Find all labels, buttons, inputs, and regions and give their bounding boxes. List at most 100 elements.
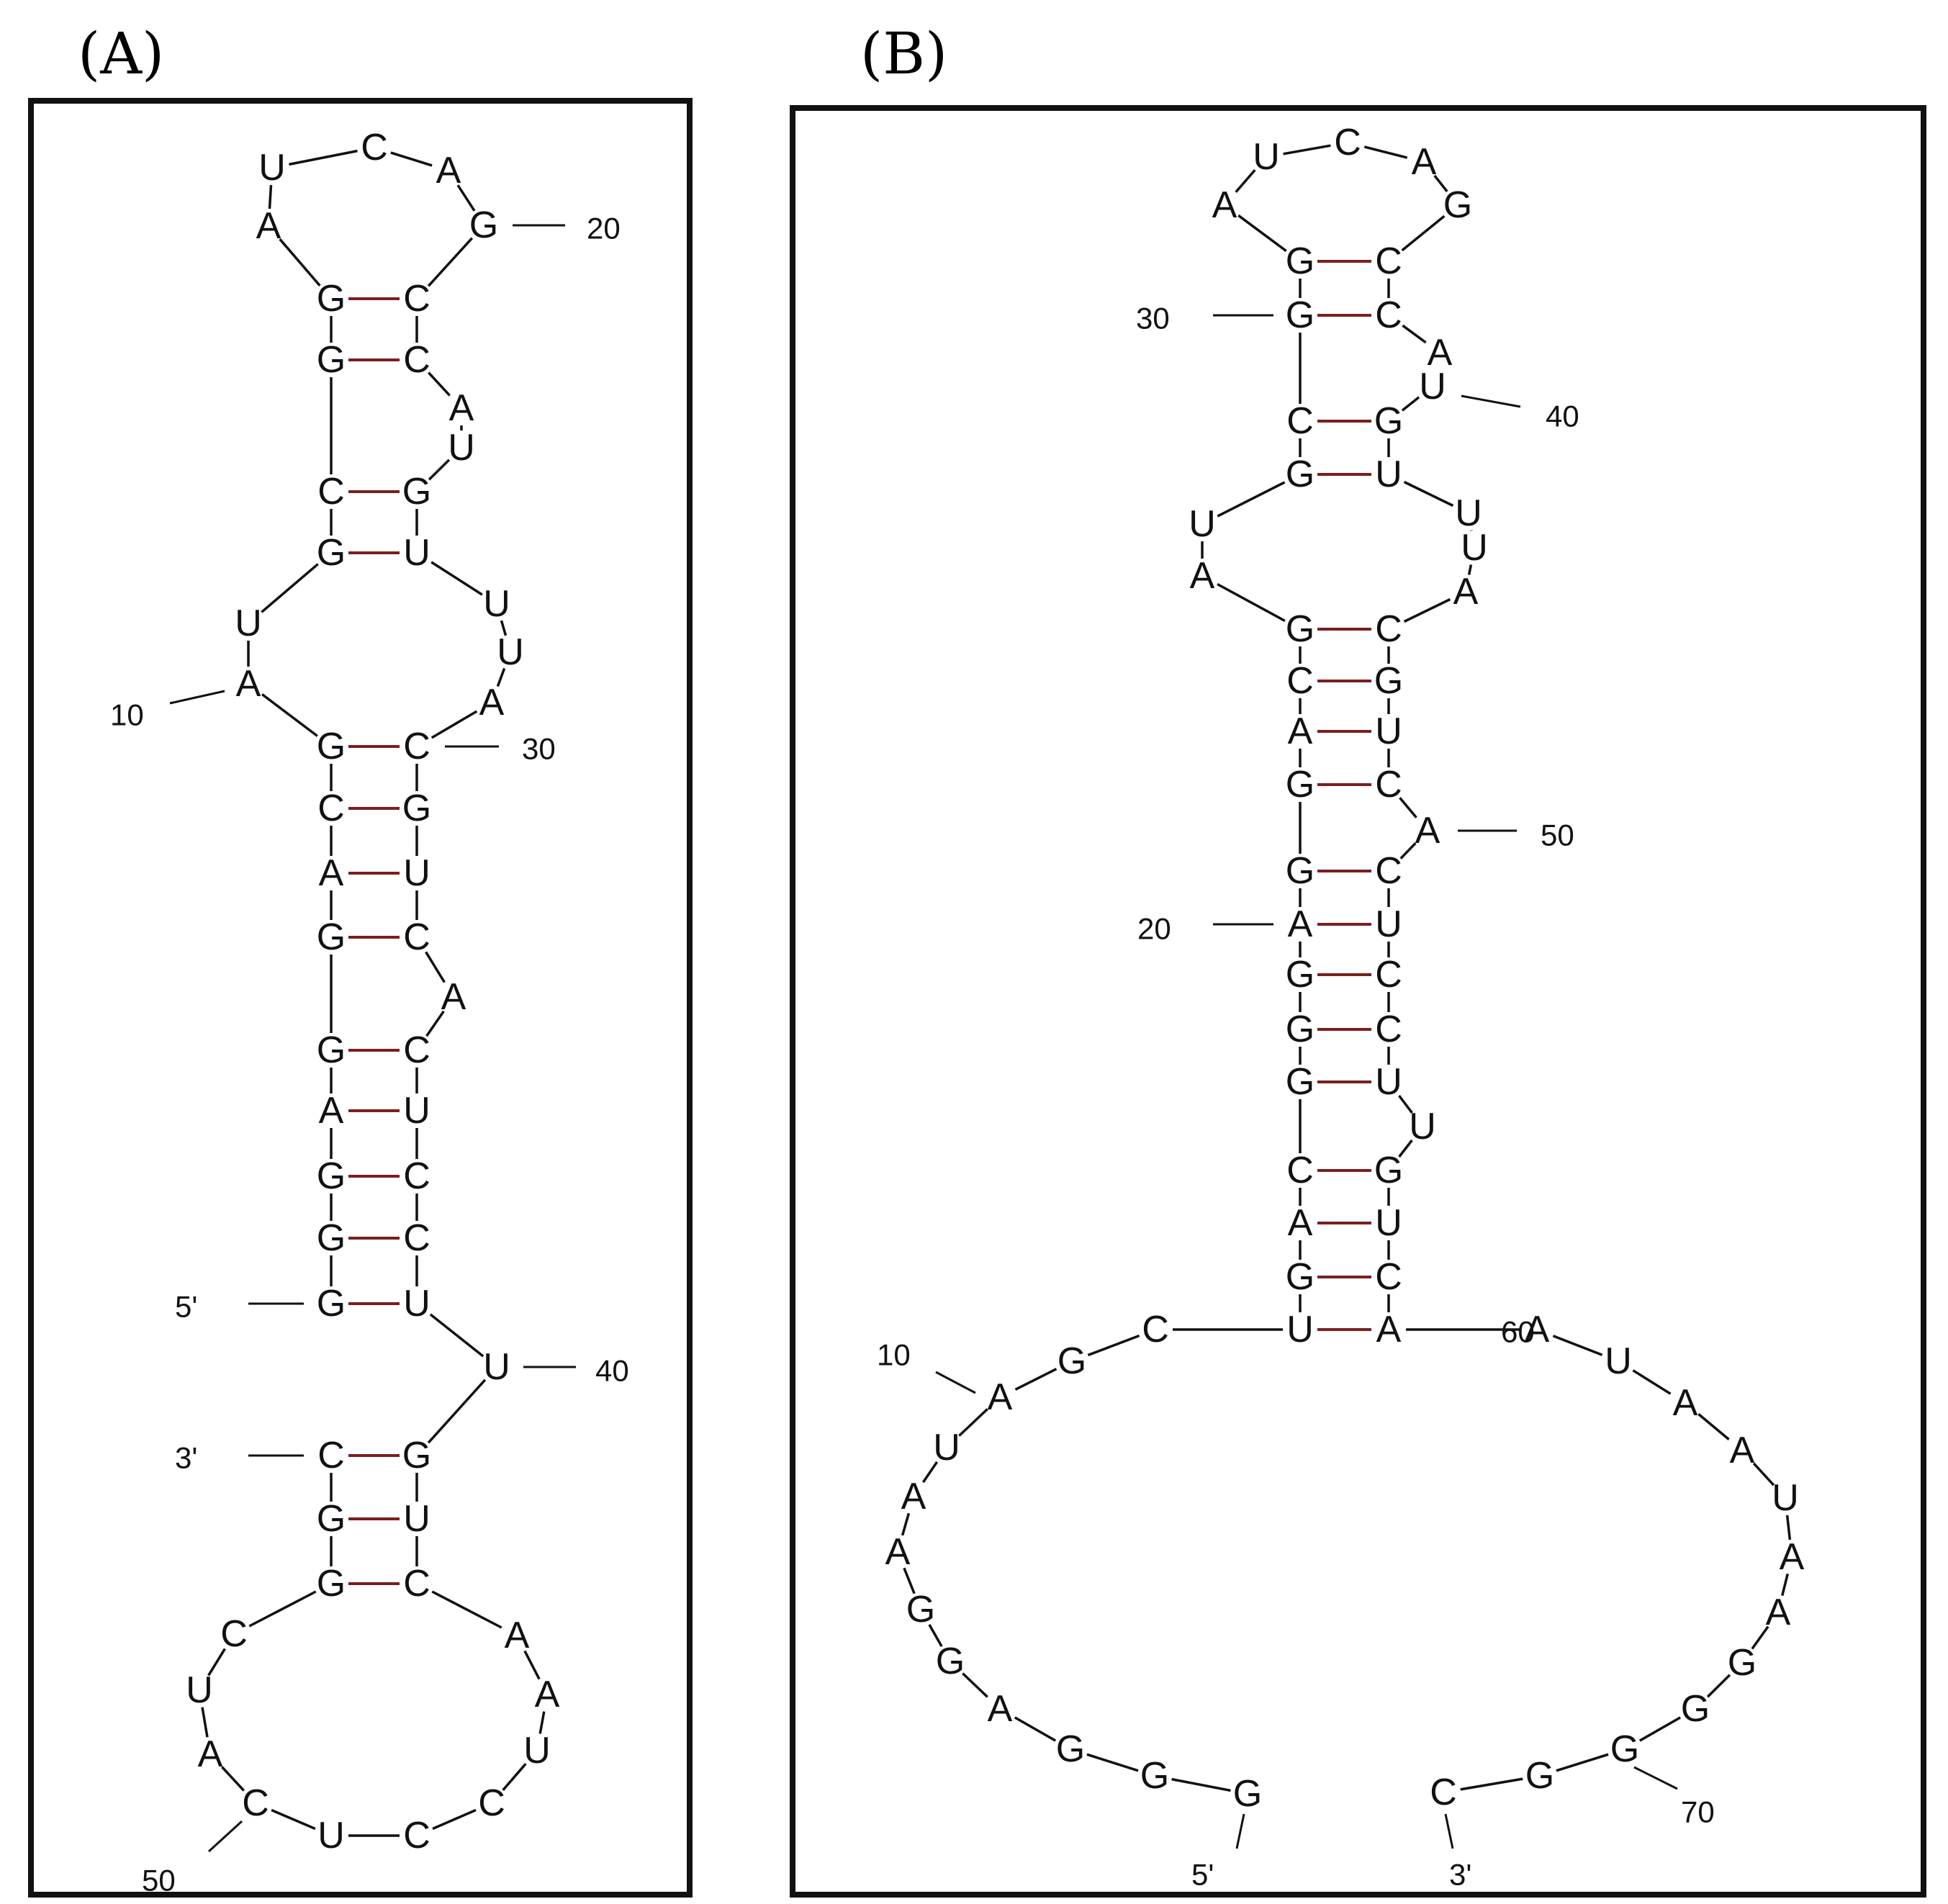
position-label: 30 [522, 732, 556, 766]
backbone-link [427, 237, 474, 287]
backbone-link [1399, 797, 1417, 818]
position-leader-line [1235, 1813, 1245, 1849]
nucleotide: C [1375, 1256, 1402, 1298]
nucleotide: C [1375, 954, 1402, 996]
backbone-link [1363, 145, 1408, 159]
panel-b-backbone [901, 144, 1792, 1792]
backbone-link [1785, 1515, 1792, 1540]
nucleotide: A [1780, 1536, 1805, 1578]
nucleotide: G [1056, 1728, 1085, 1770]
position-leader-line [169, 690, 225, 705]
position-label: 20 [587, 212, 621, 245]
nucleotide: A [1730, 1430, 1755, 1471]
nucleotide: A [535, 1674, 560, 1715]
backbone-link [921, 1461, 939, 1484]
backbone-link [1398, 1095, 1413, 1114]
nucleotide: C [1286, 1150, 1314, 1191]
nucleotide: U [403, 1283, 430, 1325]
nucleotide: A [319, 1090, 344, 1132]
nucleotide: G [317, 1563, 346, 1605]
backbone-link [538, 1711, 546, 1734]
backbone-link [1283, 144, 1331, 155]
backbone-link [928, 1624, 943, 1647]
panel-a-base-pairs [348, 297, 400, 1585]
backbone-link [428, 459, 451, 481]
backbone-link [261, 693, 318, 737]
nucleotide: G [402, 788, 431, 829]
backbone-link [1632, 1369, 1672, 1395]
backbone-link [1751, 1625, 1769, 1650]
nucleotide: A [1288, 1202, 1313, 1244]
backbone-link [1403, 597, 1451, 623]
nucleotide: C [1286, 660, 1314, 702]
nucleotide: U [235, 603, 262, 644]
nucleotide: C [403, 726, 430, 767]
backbone-link [1217, 481, 1286, 518]
backbone-link [430, 561, 483, 596]
panel-b-leader-lines [935, 314, 1678, 1849]
nucleotide: C [317, 788, 345, 829]
nucleotide: G [402, 471, 431, 513]
backbone-link [429, 1313, 484, 1358]
nucleotide: A [441, 976, 466, 1018]
backbone-link [1087, 1334, 1140, 1357]
backbone-link [901, 1512, 911, 1536]
nucleotide: A [1190, 555, 1215, 597]
nucleotide: A [1766, 1592, 1791, 1633]
nucleotide: U [1375, 1061, 1402, 1103]
position-label: 70 [1681, 1795, 1715, 1829]
nucleotide: G [1610, 1728, 1639, 1770]
panel-a-leader-lines [169, 224, 576, 1853]
nucleotide: G [1443, 184, 1472, 226]
nucleotide: U [317, 1815, 345, 1856]
nucleotide: U [1419, 366, 1446, 407]
position-leader-line [1633, 1766, 1678, 1790]
nucleotide: A [1412, 141, 1437, 183]
nucleotide: U [483, 583, 510, 625]
backbone-link [456, 184, 476, 212]
nucleotide: A [198, 1733, 223, 1775]
nucleotide: U [403, 1090, 430, 1132]
backbone-link [1171, 1777, 1231, 1792]
nucleotide: A [236, 663, 261, 705]
backbone-link [289, 149, 358, 166]
nucleotide: C [403, 1563, 430, 1605]
backbone-link [1401, 396, 1420, 412]
backbone-link [428, 371, 451, 397]
nucleotide: C [1142, 1309, 1169, 1350]
nucleotide: U [403, 1498, 430, 1540]
backbone-link [271, 1808, 316, 1831]
nucleotide: G [317, 726, 346, 767]
nucleotide: C [361, 127, 388, 168]
nucleotide: C [403, 339, 430, 381]
nucleotide: C [317, 471, 345, 513]
nucleotide: A [988, 1688, 1013, 1730]
nucleotide: U [1772, 1477, 1799, 1519]
nucleotide: G [1286, 1009, 1315, 1050]
nucleotide: U [1375, 454, 1402, 495]
backbone-link [1460, 1777, 1523, 1791]
backbone-link [1217, 582, 1286, 623]
nucleotide: A [1453, 571, 1479, 613]
nucleotide: U [1605, 1340, 1632, 1382]
backbone-link [1237, 214, 1287, 253]
backbone-link [1433, 174, 1448, 193]
position-label: 20 [1137, 912, 1171, 946]
nucleotide: U [258, 147, 286, 189]
backbone-link [958, 1408, 988, 1437]
backbone-link [430, 710, 478, 739]
nucleotide: G [1286, 608, 1315, 650]
nucleotide: A [1288, 903, 1313, 945]
nucleotide: U [1286, 1309, 1314, 1350]
backbone-link [425, 1010, 445, 1037]
nucleotide: C [1430, 1772, 1457, 1813]
nucleotide: U [1455, 492, 1482, 534]
nucleotide: A [256, 205, 281, 247]
panel-a-frame [28, 98, 693, 1898]
nucleotide: G [469, 204, 498, 246]
backbone-link [207, 1648, 226, 1677]
position-label: 60 [1501, 1315, 1535, 1349]
